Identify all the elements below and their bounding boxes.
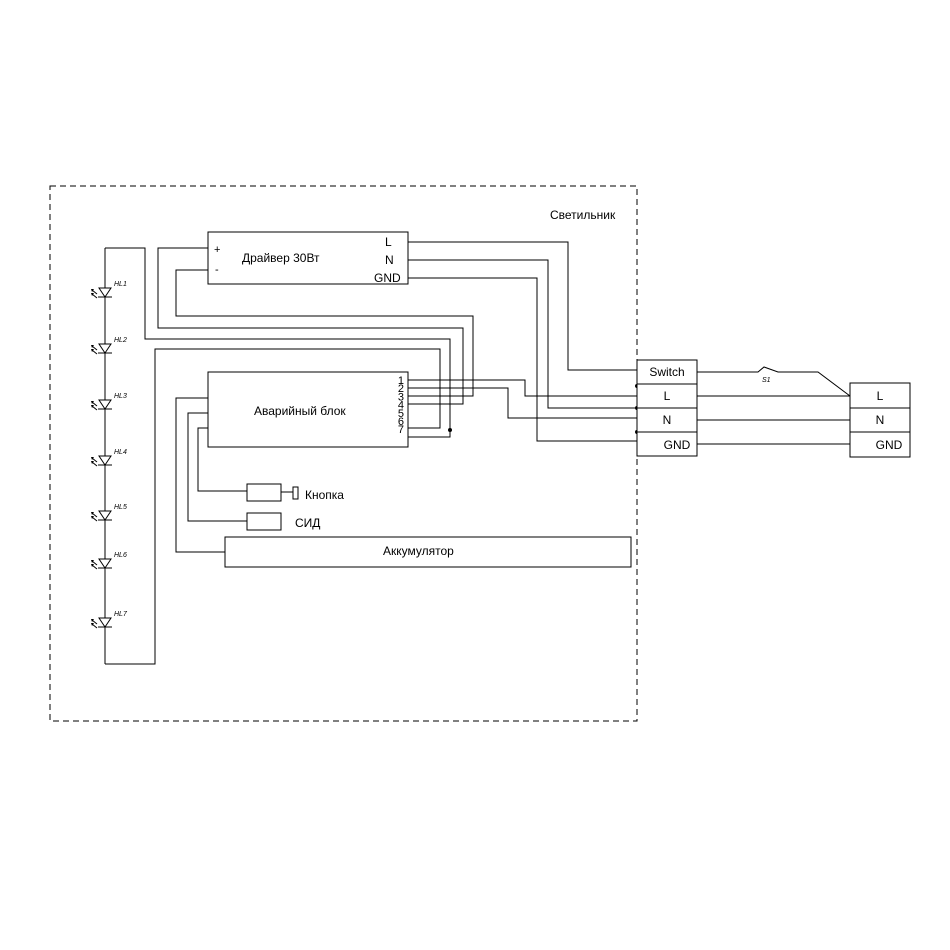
mains-block: L N GND [849,382,911,458]
switch-label: S1 [762,377,771,384]
driver-L-wire [408,241,637,371]
led-feed-wire [105,247,451,438]
junction-dot [448,428,452,432]
terminal-switch: Switch [649,365,684,379]
driver-block: + - Драйвер 30Вт L N GND [207,231,409,285]
mains-GND: GND [876,438,903,452]
button-knob [292,486,299,500]
button-label: Кнопка [305,488,344,502]
emergency-pin-label: 3 [398,391,404,403]
emergency-pin-label: 6 [398,416,404,428]
driver-title: Драйвер 30Вт [242,251,320,265]
terminal-L: L [664,389,671,403]
led-icon [90,287,113,299]
led-label: HL2 [114,337,127,344]
driver-minus-wire [175,269,474,397]
led-icon [90,455,113,467]
terminal-GND: GND [664,438,691,452]
emergency-pin-label: 2 [398,383,404,395]
mains-L: L [877,389,884,403]
button-component: Кнопка [246,483,344,502]
led-label: HL1 [114,281,127,288]
pin1-to-L-wire [407,379,637,397]
driver-GND-terminal: GND [374,271,401,285]
driver-plus-terminal: + [214,244,220,256]
led-label: HL6 [114,552,127,559]
led-icon [90,617,113,629]
battery-label: Аккумулятор [383,544,454,558]
driver-GND-wire [408,277,637,442]
pin2-to-N-wire [407,387,637,419]
led-icon [90,510,113,522]
indicator-wire [187,412,247,522]
battery-component: Аккумулятор [224,536,632,568]
driver-L-terminal: L [385,235,392,249]
button-wire [197,427,247,492]
emergency-pin-label: 4 [398,400,404,412]
battery-wire [175,397,225,553]
led-return-wire [105,348,441,665]
led-label: HL7 [114,611,128,618]
terminal-N: N [663,413,672,427]
led-icon [90,558,113,570]
emergency-pin-label: 5 [398,408,404,420]
switch-wire [697,366,851,397]
led-label: HL3 [114,393,127,400]
driver-N-terminal: N [385,253,394,267]
emergency-pin-label: 7 [398,424,404,436]
driver-minus-terminal: - [215,264,219,276]
emergency-title: Аварийный блок [254,404,346,418]
enclosure-title: Светильник [550,208,616,222]
led-icon [90,399,113,411]
terminal-block: Switch L N GND [636,359,698,457]
led-icon [90,343,113,355]
led-label: HL4 [114,449,127,456]
indicator-component: СИД [246,512,320,531]
driver-plus-wire [157,247,464,405]
emergency-pin-label: 1 [398,375,404,387]
led-label: HL5 [114,504,127,511]
indicator-label: СИД [295,516,320,530]
mains-N: N [876,413,885,427]
